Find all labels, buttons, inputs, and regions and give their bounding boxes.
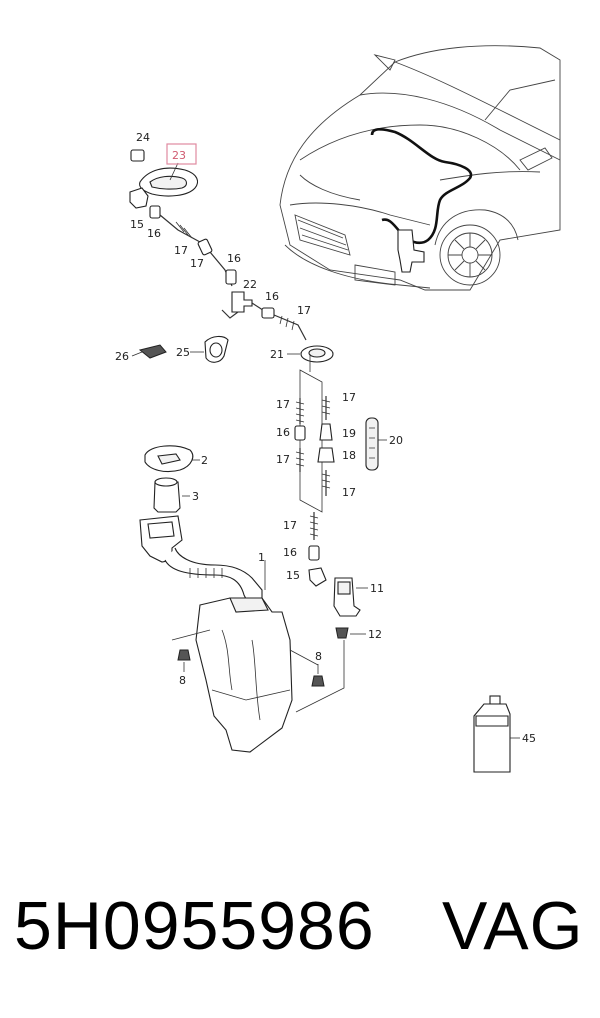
part-16-sleeve <box>149 205 161 219</box>
part-25-holder <box>190 335 229 363</box>
part-16-sleeve <box>294 425 306 441</box>
car-front-illustration <box>279 45 561 291</box>
callout-15: 15 <box>130 218 144 231</box>
part-18-connector <box>317 447 335 463</box>
callout-17: 17 <box>174 244 188 257</box>
callout-8: 8 <box>179 674 186 687</box>
part-8-nut <box>311 664 325 687</box>
callout-1: 1 <box>258 551 265 564</box>
brand-text: VAG <box>442 888 584 964</box>
callout-25: 25 <box>176 346 190 359</box>
callout-20: 20 <box>389 434 403 447</box>
callout-17: 17 <box>342 486 356 499</box>
callout-17: 17 <box>190 257 204 270</box>
part-2-filler-cap <box>144 445 200 473</box>
callout-18: 18 <box>342 449 356 462</box>
part-12-grommet <box>335 627 366 639</box>
callout-16: 16 <box>276 426 290 439</box>
callout-16: 16 <box>283 546 297 559</box>
part-17-hose <box>273 314 307 341</box>
part-8-nut <box>177 649 191 672</box>
part-21-grommet <box>287 345 334 363</box>
part-15-connector <box>129 187 149 209</box>
part-16-sleeve <box>225 269 237 285</box>
part-45-fluid-bottle <box>473 695 520 773</box>
callout-16: 16 <box>265 290 279 303</box>
part-number-text: 5H0955986 <box>14 888 375 964</box>
callout-23: 23 <box>172 149 186 162</box>
callout-3: 3 <box>192 490 199 503</box>
part-19-valve <box>319 423 333 441</box>
callout-22: 22 <box>243 278 257 291</box>
part-16-sleeve <box>308 545 320 561</box>
callout-15: 15 <box>286 569 300 582</box>
callout-19: 19 <box>342 427 356 440</box>
part-11-washer-pump <box>333 577 368 617</box>
callout-24: 24 <box>136 131 150 144</box>
callout-17: 17 <box>276 453 290 466</box>
callout-26: 26 <box>115 350 129 363</box>
part-17-hose <box>159 214 201 243</box>
hose-assembly-group <box>294 369 335 513</box>
part-1-reservoir <box>139 515 293 753</box>
callout-17: 17 <box>276 398 290 411</box>
part-16-sleeve <box>261 307 275 319</box>
part-3-filler-neck <box>153 477 190 513</box>
callout-11: 11 <box>370 582 384 595</box>
callout-45: 45 <box>522 732 536 745</box>
washer-nozzle-group <box>129 143 307 341</box>
callout-16: 16 <box>227 252 241 265</box>
part-23-washer-nozzle <box>139 162 199 197</box>
highlight-box-23 <box>166 143 197 165</box>
part-24-cap <box>130 149 145 162</box>
callout-8: 8 <box>315 650 322 663</box>
callout-12: 12 <box>368 628 382 641</box>
part-15-connector <box>308 567 327 587</box>
part-20-sleeve <box>365 417 387 471</box>
callout-21: 21 <box>270 348 284 361</box>
part-16-sleeve <box>197 238 213 256</box>
part-22-t-piece <box>231 291 253 313</box>
callout-17: 17 <box>342 391 356 404</box>
pump-hose-line <box>308 512 327 587</box>
callout-16: 16 <box>147 227 161 240</box>
callout-17: 17 <box>297 304 311 317</box>
callout-2: 2 <box>201 454 208 467</box>
part-26-clip <box>131 344 167 359</box>
callout-17: 17 <box>283 519 297 532</box>
